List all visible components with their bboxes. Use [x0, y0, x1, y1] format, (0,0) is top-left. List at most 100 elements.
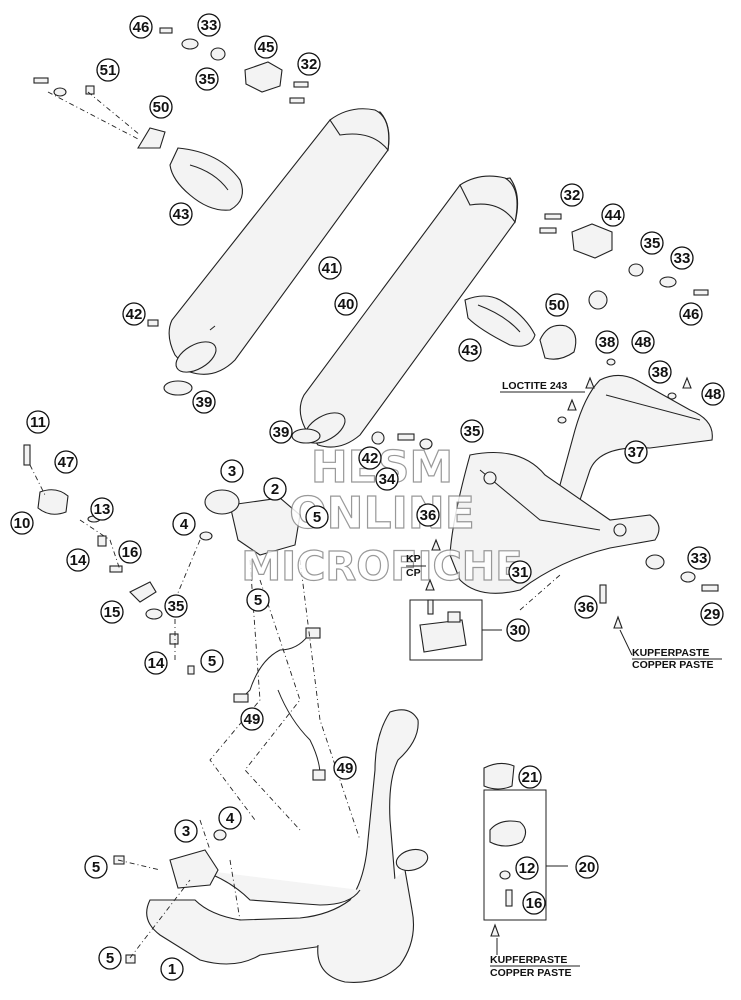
gasket-3-top [204, 489, 240, 515]
callout-number: 46 [683, 306, 700, 323]
callout-number: 5 [313, 509, 321, 526]
note-copper-paste-2: COPPER PASTE [490, 967, 572, 979]
callout-c49a: 49 [240, 707, 264, 731]
callout-number: 38 [599, 334, 616, 351]
callout-circle [687, 546, 711, 570]
callout-number: 48 [705, 386, 722, 403]
rubber-30 [419, 619, 467, 653]
callout-number: 38 [652, 364, 669, 381]
callout-c36a: 36 [416, 503, 440, 527]
bolt-32-top [293, 81, 309, 88]
callout-number: 34 [379, 471, 396, 488]
callout-c14a: 14 [66, 548, 90, 572]
callout-c42a: 42 [122, 302, 146, 326]
nut-5-lower-b [125, 954, 136, 964]
callout-c43a: 43 [169, 202, 193, 226]
callout-c4a: 4 [172, 512, 196, 536]
callout-circle [334, 292, 358, 316]
callout-circle [601, 203, 625, 227]
bracket-15 [129, 581, 157, 603]
sensor-cable-1 [239, 629, 313, 701]
callout-c20: 20 [575, 855, 599, 879]
subframe-37 [559, 374, 713, 502]
callout-number: 43 [173, 206, 190, 223]
callout-circle [169, 202, 193, 226]
callout-c50b: 50 [545, 293, 569, 317]
rubber-ball [588, 290, 608, 310]
ring-39-mid [291, 428, 321, 444]
callout-circle [700, 602, 724, 626]
callout-number: 48 [635, 334, 652, 351]
callout-number: 33 [674, 250, 691, 267]
callout-circle [254, 35, 278, 59]
callout-number: 20 [579, 859, 596, 876]
callout-circle [670, 246, 694, 270]
callout-c15: 15 [100, 600, 124, 624]
paste-drop-kp [431, 538, 441, 551]
sensor-49a [233, 693, 249, 703]
callout-number: 3 [228, 463, 236, 480]
callout-number: 49 [337, 760, 354, 777]
callout-number: 36 [420, 507, 437, 524]
paste-leader-right [619, 629, 633, 656]
clamp-10 [37, 489, 69, 515]
spacer-14-b [169, 633, 179, 645]
callout-number: 36 [578, 599, 595, 616]
bracket-31 [449, 452, 660, 594]
callout-number: 45 [258, 39, 275, 56]
callout-c46b: 46 [679, 302, 703, 326]
bracket-50-left [137, 127, 166, 149]
callout-circle [195, 67, 219, 91]
callout-circle [416, 503, 440, 527]
bolt-11 [23, 444, 31, 466]
callout-circle [84, 855, 108, 879]
watermark-line-3: MICROFICHE [241, 544, 522, 590]
note-copper-paste-1: COPPER PASTE [632, 659, 714, 671]
callout-number: 14 [148, 655, 165, 672]
callout-c5c: 5 [246, 588, 270, 612]
callout-circle [240, 707, 264, 731]
callout-circle [122, 302, 146, 326]
callout-number: 37 [628, 444, 645, 461]
callout-number: 32 [564, 187, 581, 204]
callout-circle [595, 330, 619, 354]
callout-c12: 12 [515, 856, 539, 880]
bracket-43-left [169, 147, 243, 211]
callout-number: 31 [512, 564, 529, 581]
note-kupferpaste-2: KUPFERPASTE [490, 954, 567, 966]
callout-number: 11 [30, 414, 46, 431]
callout-circle [297, 52, 321, 76]
callout-circle [648, 360, 672, 384]
note-cp: CP [406, 567, 421, 579]
bolt-32-top-2 [289, 97, 305, 104]
callout-circle [508, 560, 532, 584]
callout-circle [26, 410, 50, 434]
callout-c31: 31 [508, 560, 532, 584]
callout-circle [269, 420, 293, 444]
callout-number: 35 [168, 598, 185, 615]
callout-c48a: 48 [631, 330, 655, 354]
callout-c37: 37 [624, 440, 648, 464]
callout-c3a: 3 [220, 459, 244, 483]
bushing-35-lower [645, 554, 665, 570]
ball-near-42 [371, 431, 385, 445]
callout-circle [218, 806, 242, 830]
callout-number: 35 [644, 235, 661, 252]
callout-circle [560, 183, 584, 207]
nut-5-left [187, 665, 195, 675]
callout-number: 30 [510, 622, 527, 639]
callout-c39b: 39 [269, 420, 293, 444]
callout-c13: 13 [90, 497, 114, 521]
callout-circle [197, 13, 221, 37]
callout-c35c: 35 [164, 594, 188, 618]
clamp-20 [489, 820, 527, 847]
callout-circle [506, 618, 530, 642]
paste-drop-cp [425, 578, 435, 591]
callout-circle [333, 756, 357, 780]
callout-c2: 2 [263, 477, 287, 501]
callout-c5a: 5 [200, 649, 224, 673]
nut-4-top [199, 531, 213, 541]
callout-circle [200, 649, 224, 673]
clip-30 [447, 611, 461, 623]
